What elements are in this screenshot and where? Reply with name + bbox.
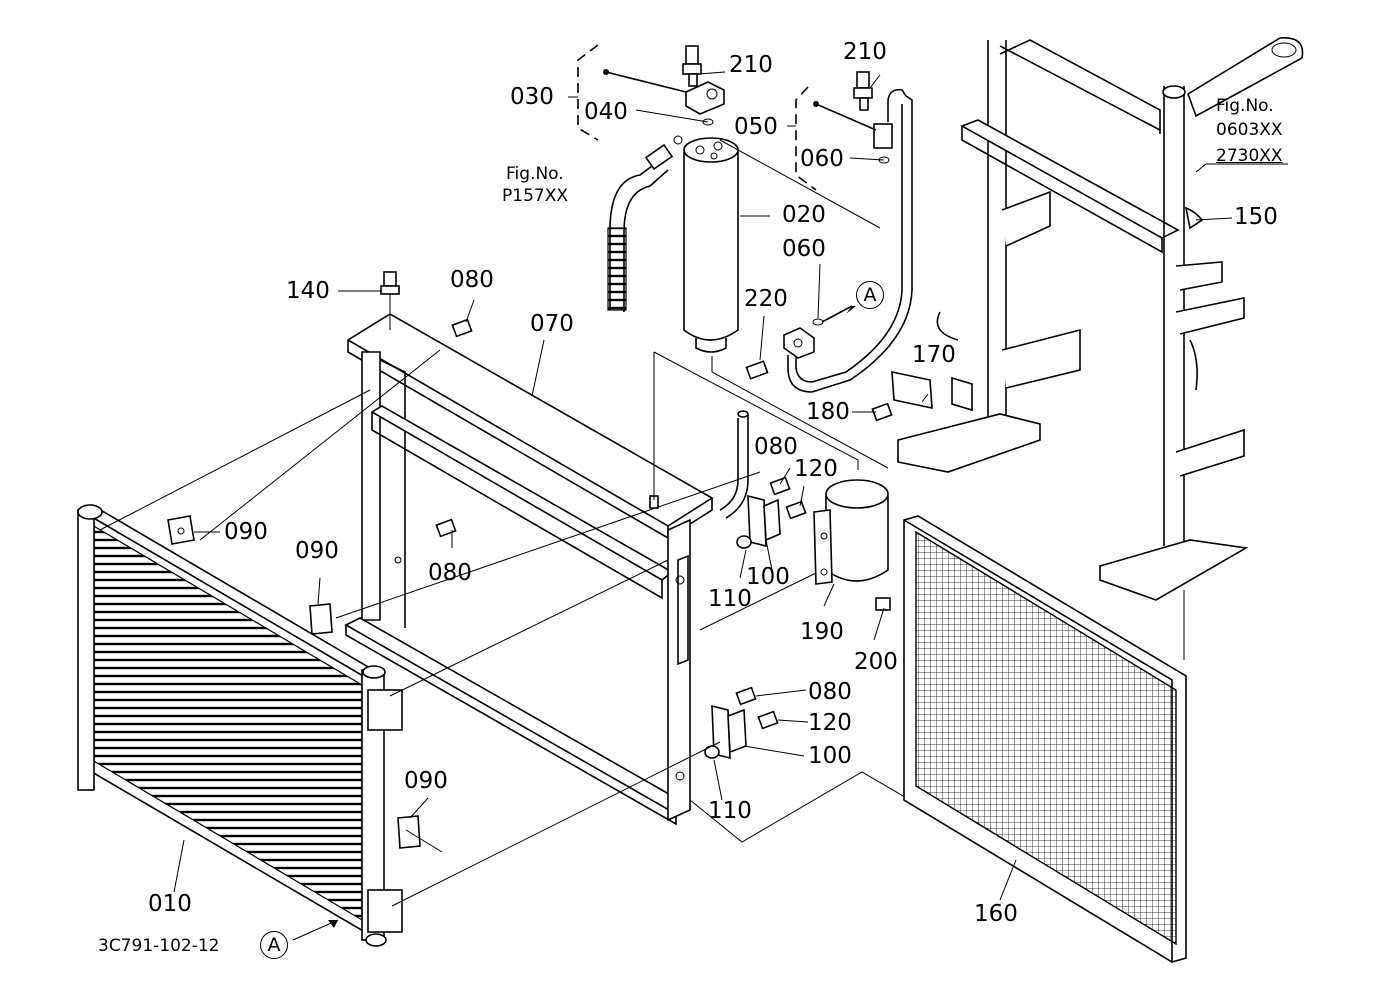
bracket-lower	[704, 686, 779, 760]
receiver-drier	[683, 137, 739, 353]
fig-ref-right-title: Fig.No.	[1216, 96, 1274, 116]
connection-mark-a-bottom: A	[260, 931, 288, 959]
callout-120-upper: 120	[794, 456, 838, 482]
clamp-190	[813, 479, 891, 611]
callout-120-lower: 120	[808, 710, 852, 736]
callout-140: 140	[286, 278, 330, 304]
fig-ref-left-code: P157XX	[502, 186, 568, 206]
callout-110-upper: 110	[708, 586, 752, 612]
callout-150: 150	[1234, 204, 1278, 230]
pressure-switch-left	[682, 45, 702, 87]
bracket-upper	[736, 476, 807, 549]
callout-210-right: 210	[843, 39, 887, 65]
callout-200: 200	[854, 649, 898, 675]
callout-090-top: 090	[224, 519, 268, 545]
callout-070: 070	[530, 311, 574, 337]
callout-050: 050	[734, 114, 778, 140]
callout-160: 160	[974, 901, 1018, 927]
callout-190: 190	[800, 619, 844, 645]
fig-ref-left-title: Fig.No.	[506, 164, 564, 184]
callout-060-lower: 060	[782, 236, 826, 262]
condenser-core	[77, 504, 403, 947]
hose-left	[607, 135, 683, 312]
clip-090-mid	[309, 603, 333, 635]
pressure-switch-right	[853, 71, 873, 111]
fig-ref-right-code1: 0603XX	[1216, 120, 1283, 140]
bolt-140	[380, 271, 400, 330]
screen-panel	[903, 515, 1187, 963]
clip-090-top	[167, 515, 195, 545]
cab-frame	[897, 37, 1304, 660]
callout-170: 170	[912, 342, 956, 368]
callout-180: 180	[806, 399, 850, 425]
callout-090-low: 090	[404, 768, 448, 794]
connection-mark-a-top: A	[856, 281, 884, 309]
callout-090-mid: 090	[295, 538, 339, 564]
callout-100-lower: 100	[808, 743, 852, 769]
callout-030: 030	[510, 84, 554, 110]
fitting-220	[745, 305, 856, 380]
callout-080-bracket-lower: 080	[808, 679, 852, 705]
callout-010: 010	[148, 891, 192, 917]
bracket-170	[871, 370, 973, 422]
callout-100-upper: 100	[746, 564, 790, 590]
fitting-block-030	[685, 81, 725, 126]
diagram-id: 3C791-102-12	[98, 936, 220, 956]
callout-080-top: 080	[450, 267, 494, 293]
fig-ref-right-code2: 2730XX	[1216, 146, 1283, 166]
callout-020: 020	[782, 202, 826, 228]
condenser-frame	[344, 313, 749, 826]
callout-210-left: 210	[729, 52, 773, 78]
hose-050	[787, 88, 913, 393]
callout-110-lower: 110	[708, 798, 752, 824]
callout-040: 040	[584, 99, 628, 125]
callout-080-bracket-upper: 080	[754, 434, 798, 460]
callout-080-frame: 080	[428, 560, 472, 586]
callout-060-upper: 060	[800, 146, 844, 172]
callout-220: 220	[744, 286, 788, 312]
